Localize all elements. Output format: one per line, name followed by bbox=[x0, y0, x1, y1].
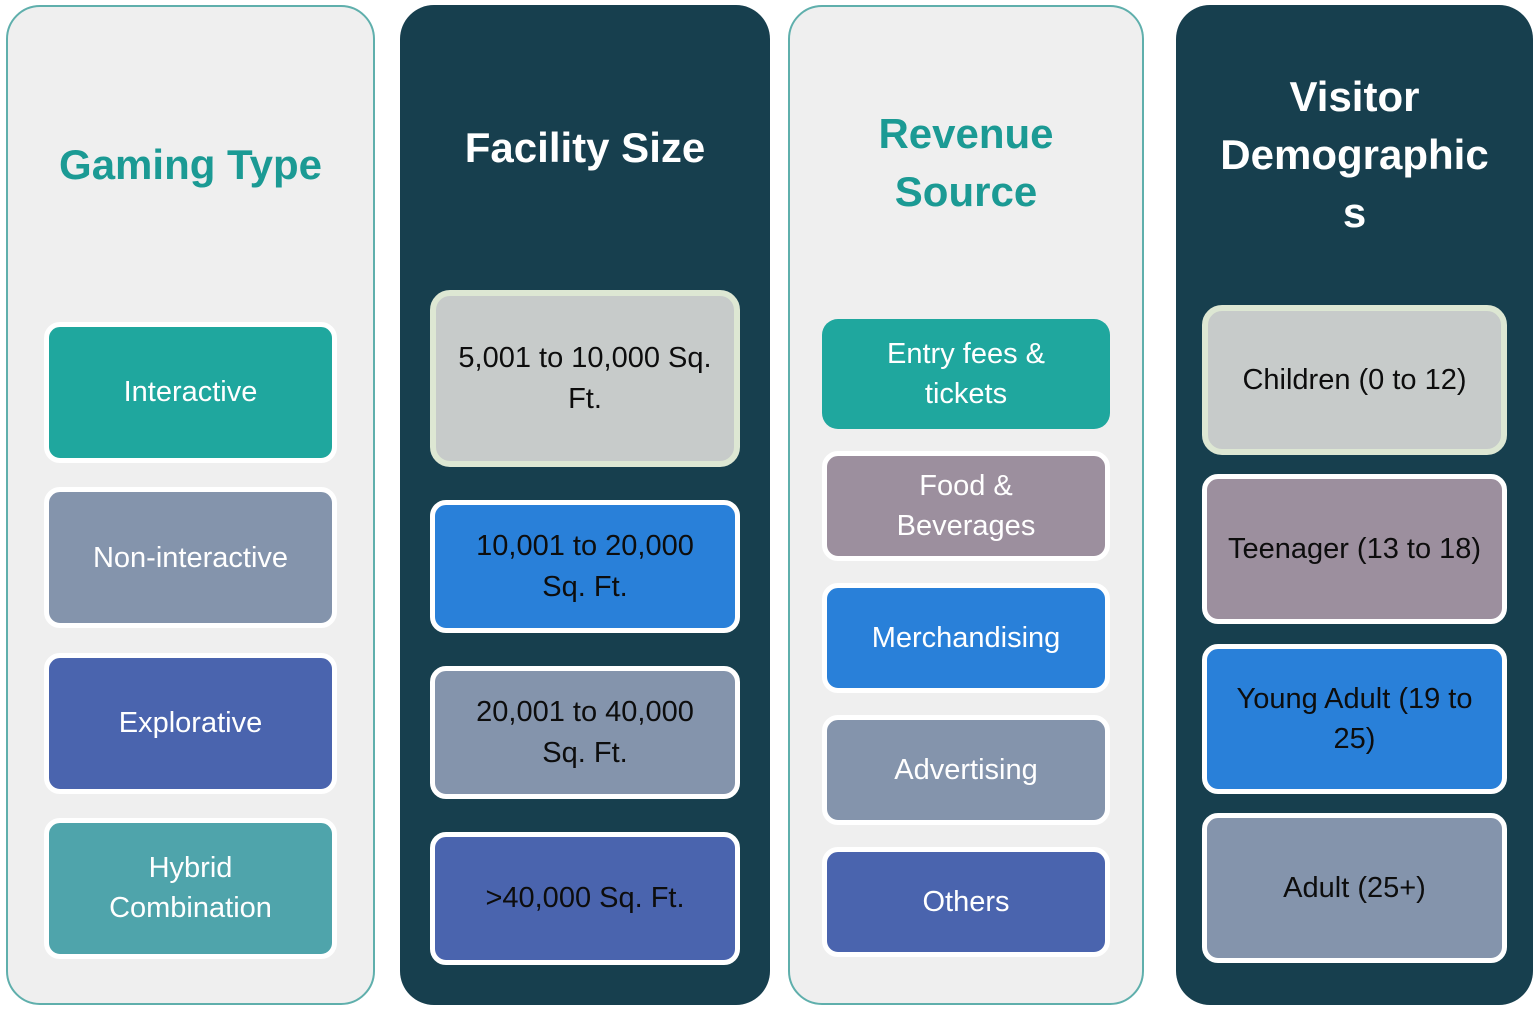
title-line: Visitor bbox=[1289, 73, 1420, 121]
item-interactive: Interactive bbox=[44, 322, 337, 463]
title-area-visitor-demographics: Visitor Demographic s bbox=[1176, 5, 1533, 305]
item-20001-to-40000-sq-ft: 20,001 to 40,000 Sq. Ft. bbox=[430, 666, 740, 799]
title-area-gaming-type: Gaming Type bbox=[8, 7, 373, 322]
item-label: Adult (25+) bbox=[1283, 871, 1426, 904]
item-young-adult-19-to-25: Young Adult (19 to 25) bbox=[1202, 643, 1507, 794]
item-label: Children (0 to 12) bbox=[1242, 363, 1467, 396]
item-others: Others bbox=[822, 847, 1110, 957]
items-revenue-source: Entry fees & tickets Food & Beverages Me… bbox=[822, 319, 1110, 957]
panel-visitor-demographics: Visitor Demographic s Children (0 to 12)… bbox=[1176, 5, 1533, 1005]
title-line: Facility Size bbox=[464, 123, 706, 171]
title-area-revenue-source: Revenue Source bbox=[790, 7, 1142, 319]
item-entry-fees-tickets: Entry fees & tickets bbox=[822, 319, 1110, 429]
item-label: Interactive bbox=[123, 376, 258, 409]
item-label: 5,001 to 10,000 Sq. Ft. bbox=[458, 342, 712, 415]
item-food-beverages: Food & Beverages bbox=[822, 451, 1110, 561]
item-label: Explorative bbox=[118, 707, 263, 740]
title-line: Revenue bbox=[878, 110, 1054, 158]
panel-title-gaming-type: Gaming Type bbox=[59, 136, 322, 194]
item-label: Merchandising bbox=[871, 621, 1061, 654]
item-over-40000-sq-ft: >40,000 Sq. Ft. bbox=[430, 832, 740, 965]
item-label: 10,001 to 20,000 Sq. Ft. bbox=[476, 530, 694, 603]
item-label: 20,001 to 40,000 Sq. Ft. bbox=[476, 696, 694, 769]
title-line: Demographic bbox=[1220, 131, 1489, 179]
item-adult-25-plus: Adult (25+) bbox=[1202, 812, 1507, 963]
item-label: Hybrid Combination bbox=[109, 852, 272, 925]
item-non-interactive: Non-interactive bbox=[44, 487, 337, 629]
item-merchandising: Merchandising bbox=[822, 583, 1110, 693]
item-explorative: Explorative bbox=[44, 652, 337, 794]
item-label: Food & Beverages bbox=[896, 469, 1036, 542]
item-5001-to-10000-sq-ft: 5,001 to 10,000 Sq. Ft. bbox=[430, 290, 740, 467]
items-gaming-type: Interactive Non-interactive Explorative … bbox=[44, 322, 337, 959]
item-label: Non-interactive bbox=[92, 541, 289, 574]
item-label: Others bbox=[922, 885, 1010, 918]
item-label: Young Adult (19 to 25) bbox=[1236, 682, 1473, 755]
panel-facility-size: Facility Size 5,001 to 10,000 Sq. Ft. 10… bbox=[400, 5, 770, 1005]
panel-title-visitor-demographics: Visitor Demographic s bbox=[1220, 68, 1488, 242]
title-line: Gaming Type bbox=[59, 140, 322, 188]
item-hybrid-combination: Hybrid Combination bbox=[44, 817, 337, 959]
panel-title-revenue-source: Revenue Source bbox=[878, 105, 1053, 221]
title-area-facility-size: Facility Size bbox=[400, 5, 770, 290]
items-visitor-demographics: Children (0 to 12) Teenager (13 to 18) Y… bbox=[1202, 305, 1507, 963]
panel-revenue-source: Revenue Source Entry fees & tickets Food… bbox=[788, 5, 1144, 1005]
item-label: >40,000 Sq. Ft. bbox=[485, 882, 685, 915]
item-10001-to-20000-sq-ft: 10,001 to 20,000 Sq. Ft. bbox=[430, 500, 740, 633]
panel-title-facility-size: Facility Size bbox=[465, 119, 705, 177]
title-line: s bbox=[1342, 188, 1367, 236]
item-children-0-to-12: Children (0 to 12) bbox=[1202, 305, 1507, 455]
item-advertising: Advertising bbox=[822, 715, 1110, 825]
item-label: Entry fees & tickets bbox=[887, 337, 1045, 410]
items-facility-size: 5,001 to 10,000 Sq. Ft. 10,001 to 20,000… bbox=[430, 290, 740, 965]
item-teenager-13-to-18: Teenager (13 to 18) bbox=[1202, 474, 1507, 625]
panel-gaming-type: Gaming Type Interactive Non-interactive … bbox=[6, 5, 375, 1005]
item-label: Teenager (13 to 18) bbox=[1227, 533, 1482, 566]
item-label: Advertising bbox=[894, 753, 1038, 786]
title-line: Source bbox=[894, 168, 1038, 215]
